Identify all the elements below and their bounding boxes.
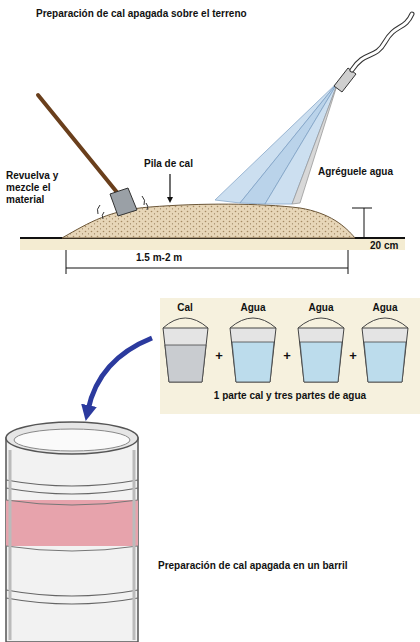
water-spray [292, 82, 338, 204]
dimension: 20 cm [370, 240, 398, 252]
water-spray [240, 82, 338, 204]
step-note: Revuelva y mezcle el material [6, 170, 86, 206]
figure-title: Preparación de cal apagada sobre el terr… [36, 8, 247, 20]
dimension-line [364, 208, 365, 238]
bucket-panel [160, 298, 420, 414]
barrel [6, 422, 138, 642]
figure-caption: Preparación de cal apagada en un barril [158, 560, 348, 572]
pour-arrow [88, 338, 152, 410]
plus-sign: + [349, 350, 357, 362]
ground-band [20, 238, 405, 250]
plus-sign: + [283, 350, 291, 362]
dimension: 1.5 m-2 m [136, 252, 182, 264]
hose [352, 14, 412, 70]
dimension-tick [352, 208, 372, 209]
bucket-label: Cal [177, 302, 193, 314]
water-spray [265, 82, 338, 204]
bucket-label: Agua [373, 302, 398, 314]
bucket-label: Agua [241, 302, 266, 314]
hose [352, 14, 412, 70]
motion-marks [97, 196, 147, 219]
buckets [163, 318, 408, 382]
step-note: Agréguele agua [318, 166, 393, 178]
ratio-caption: 1 parte cal y tres partes de agua [214, 390, 366, 402]
shovel-blade [110, 188, 137, 216]
dimension-tick [66, 250, 67, 274]
dimension-line [66, 268, 348, 269]
pointer-arrow [169, 174, 170, 200]
dimension-tick [348, 250, 349, 274]
bucket-label: Agua [309, 302, 334, 314]
part-label: Pila de cal [144, 158, 193, 170]
plus-sign: + [215, 350, 223, 362]
water-spray [215, 82, 338, 203]
lime-pile [62, 204, 355, 238]
